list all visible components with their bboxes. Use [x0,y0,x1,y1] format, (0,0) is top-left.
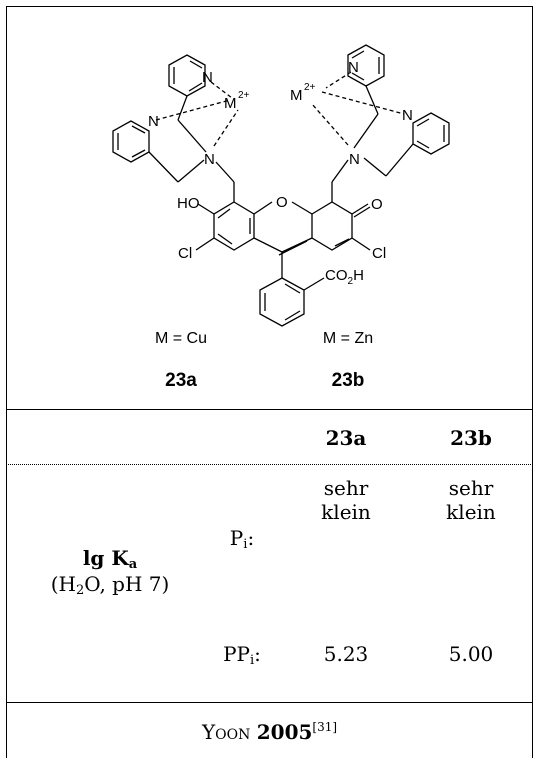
structure-divider [6,409,533,410]
analyte-ppi: PPi: [223,642,261,668]
metal-label-a: M = Cu [154,330,207,347]
value-pi-23b: sehr klein [446,476,496,524]
atom-n-amine-left: N [204,151,215,168]
header-divider [6,464,533,465]
atom-n-pyr-top-left: N [202,69,213,86]
pyridine-ring-right [412,112,450,155]
value-ppi-23a: 5.23 [323,642,369,666]
footer-divider [6,702,533,703]
metal-label-b: M = Zn [322,330,374,347]
atom-chloro-right: Cl [372,245,386,262]
xanthene-right-ring [311,201,353,251]
atom-n-pyr-left: N [148,113,159,130]
atom-carboxyl: CO2H [325,267,364,287]
atom-ring-oxygen: O [276,194,288,211]
pyridine-ring-top-left [168,54,206,97]
charge-left: 2+ [238,90,250,101]
row-label-lgka: lg Ka [82,546,138,572]
atom-n-pyr-right: N [402,107,413,124]
xanthene-left-ring [213,201,255,251]
atom-carbonyl-oxygen: O [371,196,383,213]
atom-hydroxy: HO [177,195,200,212]
citation: Yoon 2005[31] [201,720,338,744]
atom-metal-right: M [290,87,303,104]
value-pi-23a: sehr klein [321,476,371,524]
value-ppi-23b: 5.00 [448,642,494,666]
top-border [6,6,533,7]
pyridine-ring-left [112,120,150,163]
column-header-23a: 23a [325,426,367,450]
chemical-structure: N N N M 2+ N N N M 2+ HO O O Cl Cl CO2H [112,44,450,327]
atom-chloro-left: Cl [178,245,192,262]
right-border [532,6,533,758]
atom-n-amine-right: N [349,151,360,168]
atom-n-pyr-top-right: N [348,59,359,76]
left-border [6,6,7,758]
analyte-pi: Pi: [229,526,255,552]
document-frame: N N N M 2+ N N N M 2+ HO O O Cl Cl CO2H … [6,6,533,758]
charge-right: 2+ [304,82,316,93]
atom-metal-left: M [224,95,237,112]
column-header-23b: 23b [450,426,492,450]
pyridine-ring-top-right [347,44,385,87]
compound-label-a: 23a [165,370,197,391]
compound-label-b: 23b [331,370,365,391]
row-label-conditions: (H2O, pH 7) [50,572,170,598]
benzoic-acid-ring [259,277,305,327]
